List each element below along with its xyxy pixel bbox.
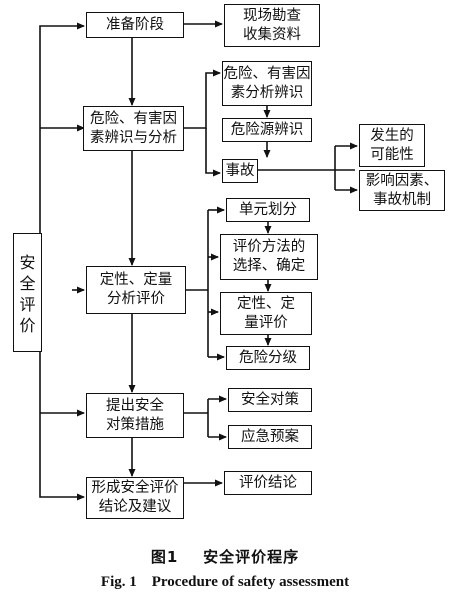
stage-safety-measures: 提出安全 对策措施 (86, 393, 184, 438)
step-qual-quant-eval: 定性、定 量评价 (220, 292, 312, 335)
stage-preparation: 准备阶段 (86, 12, 184, 38)
step-likelihood: 发生的 可能性 (359, 124, 425, 167)
step-risk-grading: 危险分级 (226, 346, 310, 370)
arrow-to-prep (39, 22, 85, 233)
figure-caption-chinese: 图1 安全评价程序 (150, 548, 300, 566)
stage-conclusion: 形成安全评价 结论及建议 (86, 477, 184, 519)
step-accident: 事故 (222, 159, 258, 183)
step-evaluation-conclusion: 评价结论 (224, 471, 312, 495)
figure-caption-english: Fig. 1 Procedure of safety assessment (100, 574, 350, 590)
stage-hazard-identification: 危险、有害因 素辨识与分析 (83, 106, 184, 151)
arrow-to-conclude (39, 352, 85, 501)
connector-lines (39, 20, 358, 501)
stage-qual-quant-analysis: 定性、定量 分析评价 (86, 266, 186, 314)
step-site-survey: 现场勘查 收集资料 (224, 4, 320, 47)
step-unit-division: 单元划分 (226, 198, 310, 222)
step-hazard-source: 危险源辨识 (222, 118, 312, 142)
step-mechanism: 影响因素、 事故机制 (359, 170, 445, 211)
safety-assessment-label: 安 全 评 价 (13, 233, 42, 352)
step-hazard-analysis: 危险、有害因 素分析辨识 (222, 61, 312, 106)
step-method-selection: 评价方法的 选择、确定 (220, 234, 318, 280)
safety-assessment-flowchart: 安 全 评 价 准备阶段 危险、有害因 素辨识与分析 定性、定量 分析评价 提出… (13, 4, 445, 519)
step-emergency-plan: 应急预案 (228, 425, 312, 449)
step-safety-countermeasures: 安全对策 (228, 388, 312, 412)
